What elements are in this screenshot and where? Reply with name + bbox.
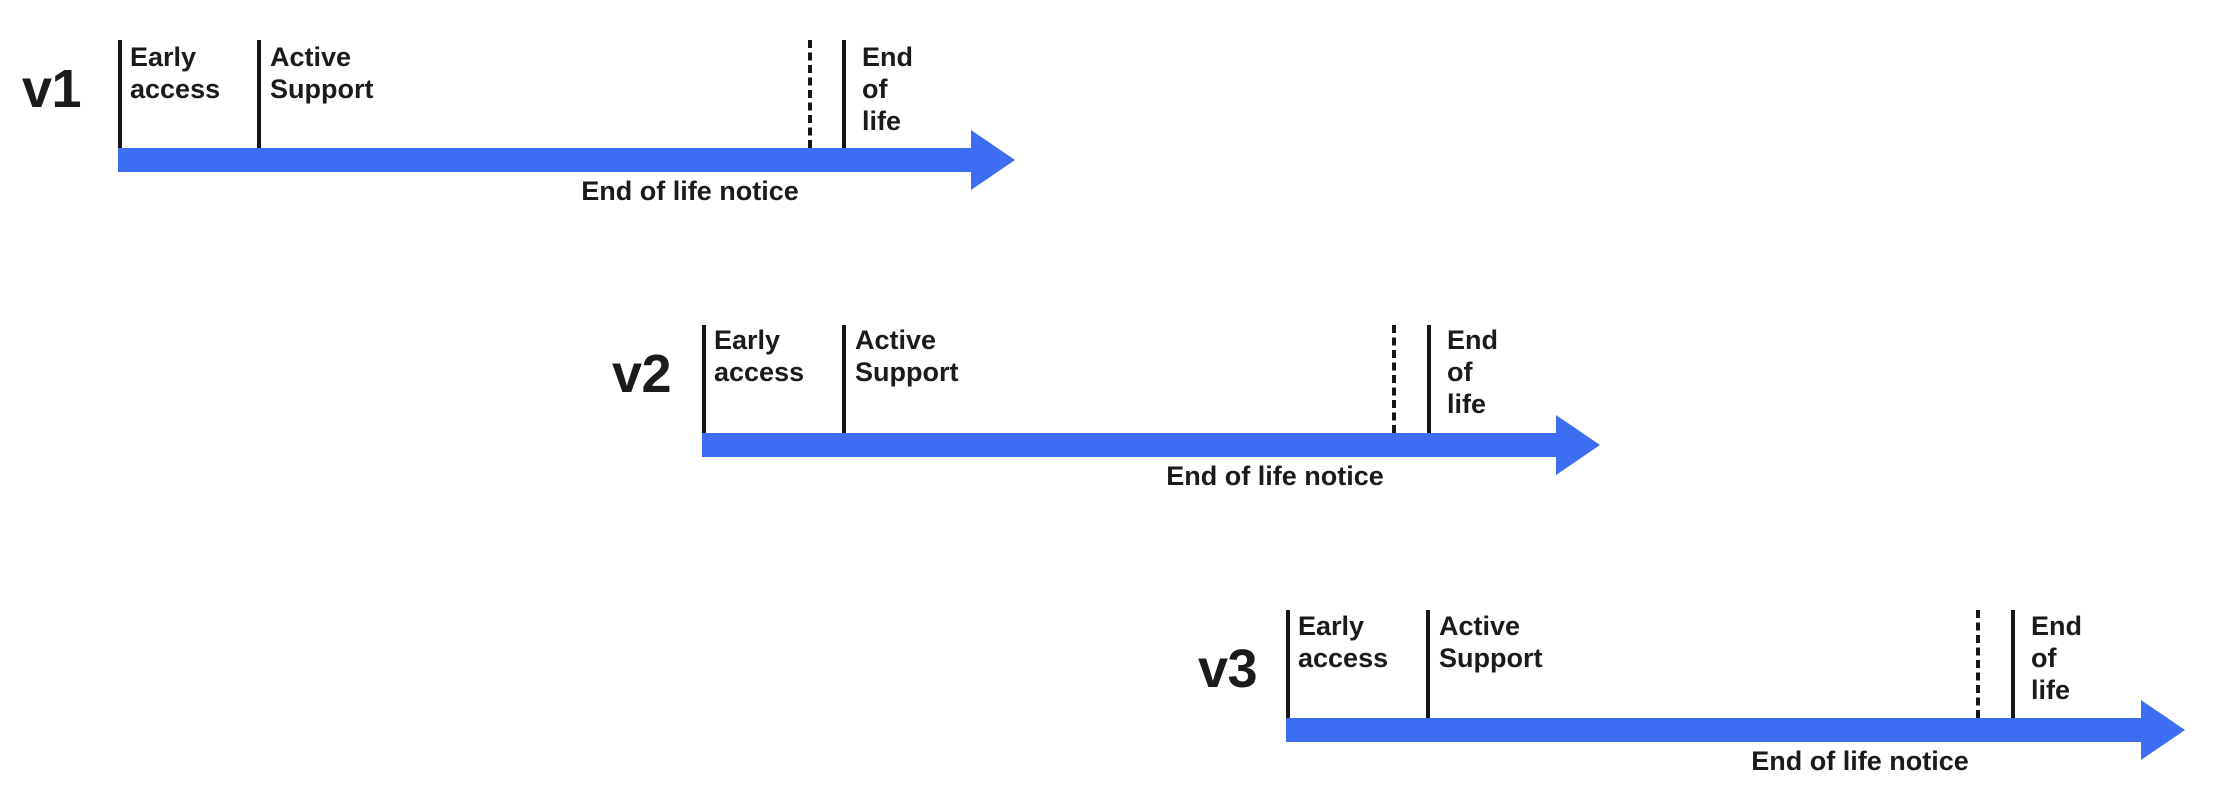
lifecycle-bar-body-v3 <box>1286 718 2147 742</box>
tick-dashed-end-of-life-notice-start-v2 <box>1392 325 1396 433</box>
tick-solid-active-support-start-v1 <box>257 40 261 148</box>
notice-label-end-of-life-notice-v1: End of life notice <box>581 176 799 206</box>
phase-label-early-access-v2: Early access <box>714 325 805 387</box>
tick-solid-active-support-start-v3 <box>1426 610 1430 718</box>
phase-label-active-support-v1: Active Support <box>270 42 374 104</box>
arrow-head-icon-v1 <box>971 130 1015 190</box>
phase-label-active-support-v2: Active Support <box>855 325 959 387</box>
tick-solid-end-of-life-start-v3 <box>2011 610 2015 718</box>
phase-label-early-access-v3: Early access <box>1298 611 1389 673</box>
phase-label-end-of-life-v1: End of life <box>862 42 913 136</box>
tick-dashed-end-of-life-notice-start-v1 <box>808 40 812 148</box>
tick-solid-early-access-start-v1 <box>118 40 122 148</box>
lifecycle-bar-body-v2 <box>702 433 1562 457</box>
lifecycle-bar-v3 <box>1286 700 2185 760</box>
lifecycle-bar-body-v1 <box>118 148 977 172</box>
tick-solid-early-access-start-v3 <box>1286 610 1290 718</box>
arrow-head-icon-v3 <box>2141 700 2185 760</box>
version-label-v3: v3 <box>1198 639 1258 699</box>
lifecycle-bar-v1 <box>118 130 1015 190</box>
tick-solid-end-of-life-start-v2 <box>1427 325 1431 433</box>
tick-solid-active-support-start-v2 <box>842 325 846 433</box>
tick-dashed-end-of-life-notice-start-v3 <box>1976 610 1980 718</box>
version-label-v2: v2 <box>612 344 672 404</box>
notice-label-end-of-life-notice-v2: End of life notice <box>1166 461 1384 491</box>
lifecycle-bar-v2 <box>702 415 1600 475</box>
notice-label-end-of-life-notice-v3: End of life notice <box>1751 746 1969 776</box>
phase-label-early-access-v1: Early access <box>130 42 221 104</box>
version-label-v1: v1 <box>22 59 82 119</box>
phase-label-end-of-life-v2: End of life <box>1447 325 1498 419</box>
phase-label-end-of-life-v3: End of life <box>2031 611 2082 705</box>
tick-solid-end-of-life-start-v1 <box>842 40 846 148</box>
arrow-head-icon-v2 <box>1556 415 1600 475</box>
tick-solid-early-access-start-v2 <box>702 325 706 433</box>
phase-label-active-support-v3: Active Support <box>1439 611 1543 673</box>
